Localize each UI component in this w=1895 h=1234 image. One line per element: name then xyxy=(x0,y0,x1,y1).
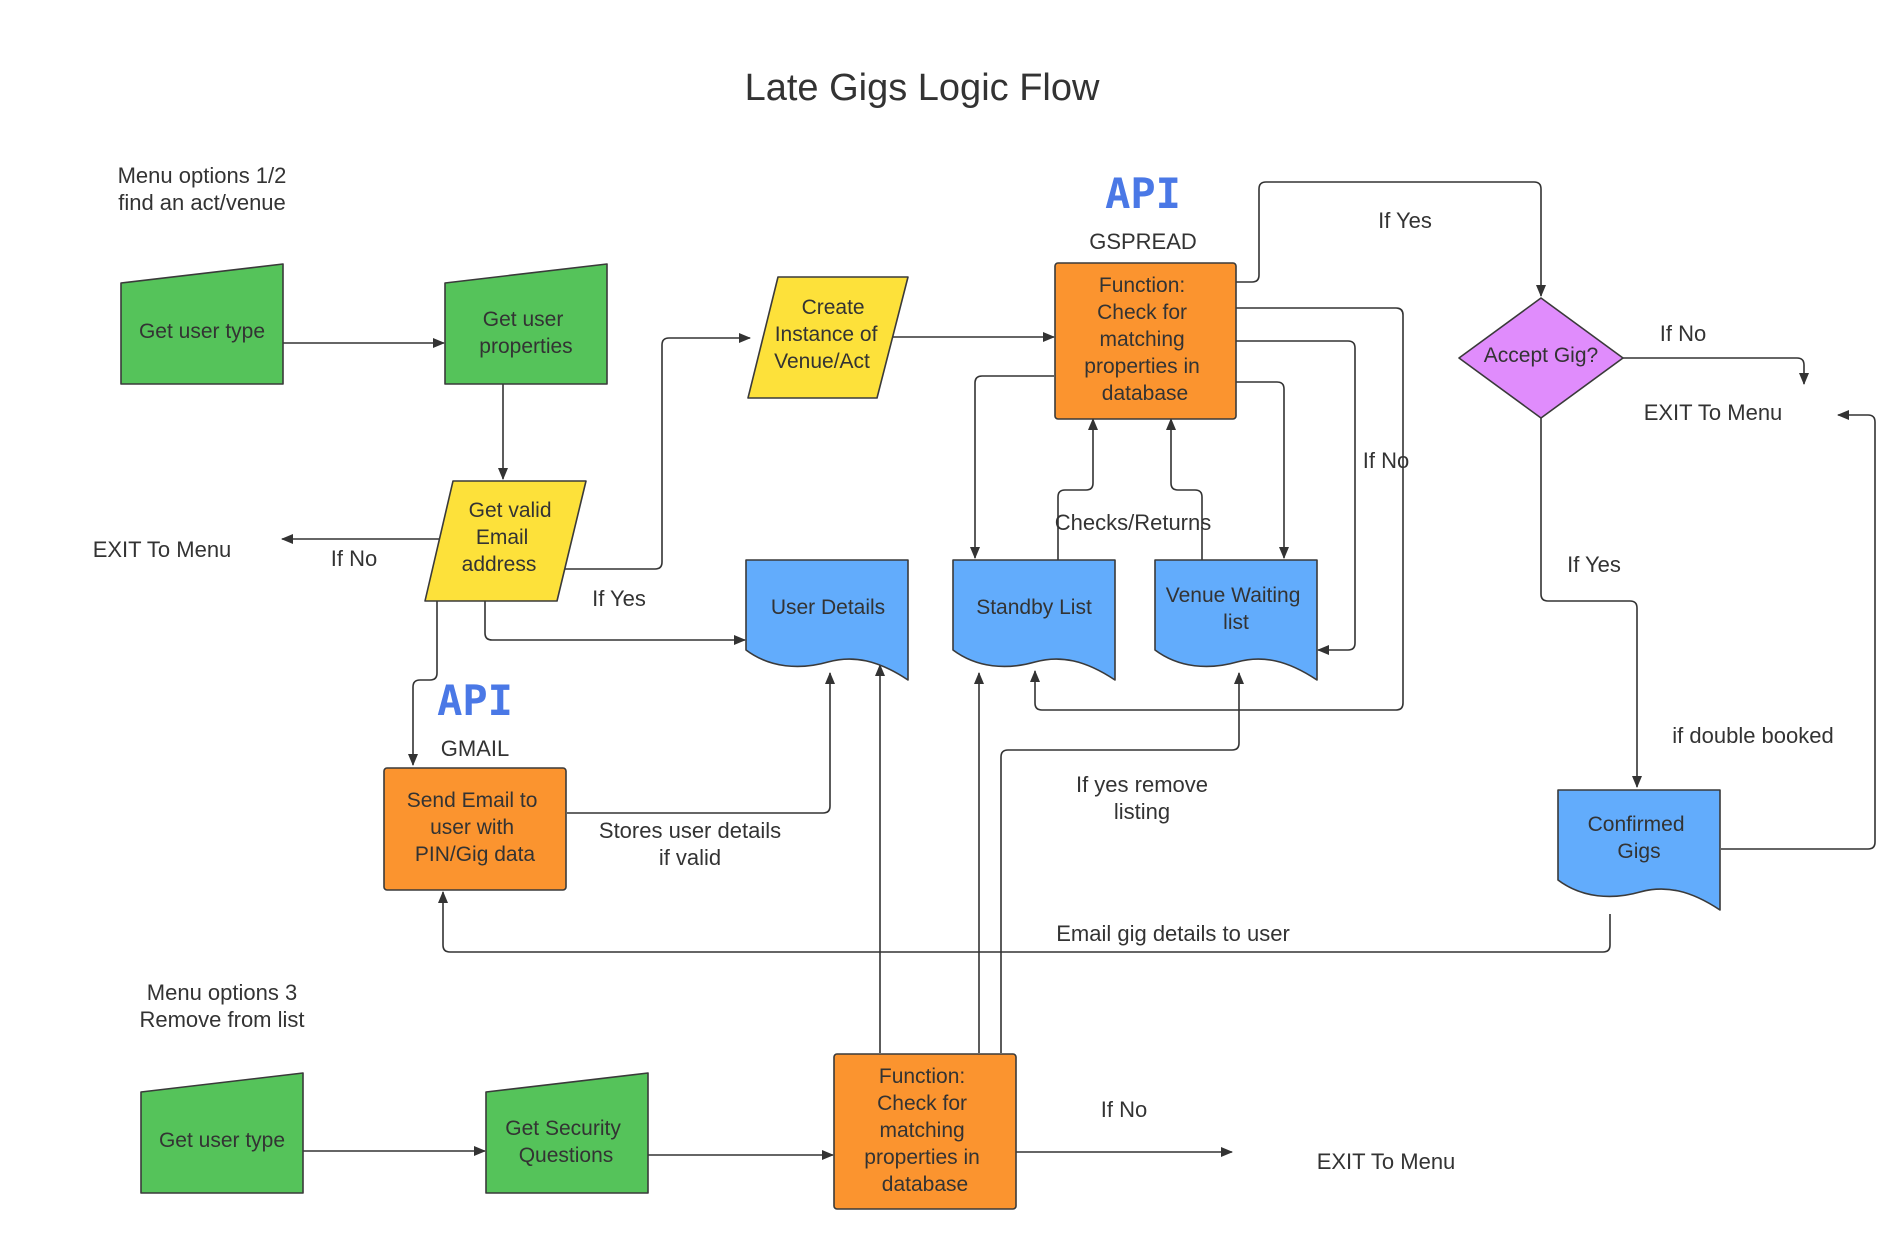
svg-text:Function: Check for: Function: Check for matching properties … xyxy=(864,1065,985,1196)
get-user-type-node: Get user type xyxy=(120,263,284,385)
confirmed-gigs-document: Confirmed Gigs xyxy=(1557,789,1721,911)
svg-text:Standby List: Standby List xyxy=(976,596,1092,619)
svg-text:Confirmed Gigs: Confirmed Gigs xyxy=(1588,813,1691,863)
diagram-title: Late Gigs Logic Flow xyxy=(745,67,1100,109)
if-yes-top-label: If Yes xyxy=(1378,208,1432,233)
if-yes-accept-label: If Yes xyxy=(1567,552,1621,577)
svg-text:Get user type: Get user type xyxy=(159,1129,285,1152)
svg-text:Function: Check for: Function: Check for matching properties … xyxy=(1084,274,1205,405)
svg-text:Get user type: Get user type xyxy=(139,320,265,343)
exit-to-menu-right: EXIT To Menu xyxy=(1644,400,1783,425)
stores-user-details-label: Stores user details if valid xyxy=(599,818,781,870)
get-user-type-bottom-node: Get user type xyxy=(140,1072,304,1194)
if-double-booked-label: if double booked xyxy=(1672,723,1833,748)
svg-text:Accept Gig?: Accept Gig? xyxy=(1484,344,1598,367)
accept-gig-decision-node: Accept Gig? xyxy=(1458,297,1624,419)
svg-text:listing: listing xyxy=(1114,799,1170,824)
svg-text:find an act/venue: find an act/venue xyxy=(118,190,286,215)
svg-text:Create Instance of: Create Instance of Venue/Act xyxy=(774,296,883,373)
svg-text:if valid: if valid xyxy=(659,845,721,870)
svg-text:Send Email to user with: Send Email to user with PIN/Gig data xyxy=(407,789,544,866)
get-user-properties-node: Get user properties xyxy=(444,263,608,385)
if-yes-email-label: If Yes xyxy=(592,586,646,611)
api-icon: API xyxy=(437,676,513,725)
menu-options-3-note: Menu options 3 Remove from list xyxy=(139,980,304,1032)
api-gmail-badge: API GMAIL xyxy=(437,676,513,761)
svg-text:If yes remove: If yes remove xyxy=(1076,772,1208,797)
email-gig-details-label: Email gig details to user xyxy=(1056,921,1290,946)
svg-text:Get valid Email ad: Get valid Email address xyxy=(462,499,558,576)
api-icon: API xyxy=(1105,169,1181,218)
get-security-questions-node: Get Security Questions xyxy=(485,1072,649,1194)
if-no-email-label: If No xyxy=(331,546,377,571)
if-no-mid-label: If No xyxy=(1363,448,1409,473)
svg-text:User Details: User Details xyxy=(771,596,885,619)
svg-text:Menu options 1/2: Menu options 1/2 xyxy=(118,163,287,188)
svg-text:GMAIL: GMAIL xyxy=(441,736,509,761)
svg-text:Stores user details: Stores user details xyxy=(599,818,781,843)
if-no-accept-label: If No xyxy=(1660,321,1706,346)
get-valid-email-node: Get valid Email address xyxy=(424,480,587,602)
svg-text:Get user properties: Get user properties xyxy=(479,308,572,358)
svg-text:Remove from list: Remove from list xyxy=(139,1007,304,1032)
function-check-top-node: Function: Check for matching properties … xyxy=(1054,262,1237,420)
exit-to-menu-left: EXIT To Menu xyxy=(93,537,232,562)
if-no-bottom-label: If No xyxy=(1101,1097,1147,1122)
svg-text:Venue Waiting list: Venue Waiting list xyxy=(1166,584,1307,634)
connectors xyxy=(281,181,1876,1160)
user-details-document: User Details xyxy=(745,559,909,681)
svg-text:GSPREAD: GSPREAD xyxy=(1089,229,1197,254)
function-check-bottom-node: Function: Check for matching properties … xyxy=(833,1053,1017,1210)
create-instance-node: Create Instance of Venue/Act xyxy=(747,276,909,399)
svg-text:Get Security Questions: Get Security Questions xyxy=(505,1117,626,1167)
exit-to-menu-bottom: EXIT To Menu xyxy=(1317,1149,1456,1174)
venue-waiting-list-document: Venue Waiting list xyxy=(1154,559,1318,681)
if-yes-remove-listing-label: If yes remove listing xyxy=(1076,772,1208,824)
standby-list-document: Standby List xyxy=(952,559,1116,681)
send-email-node: Send Email to user with PIN/Gig data xyxy=(383,767,567,891)
checks-returns-label: Checks/Returns xyxy=(1055,510,1212,535)
menu-options-1-2-note: Menu options 1/2 find an act/venue xyxy=(118,163,287,215)
api-gspread-badge: API GSPREAD xyxy=(1089,169,1197,254)
svg-text:Menu options 3: Menu options 3 xyxy=(147,980,297,1005)
